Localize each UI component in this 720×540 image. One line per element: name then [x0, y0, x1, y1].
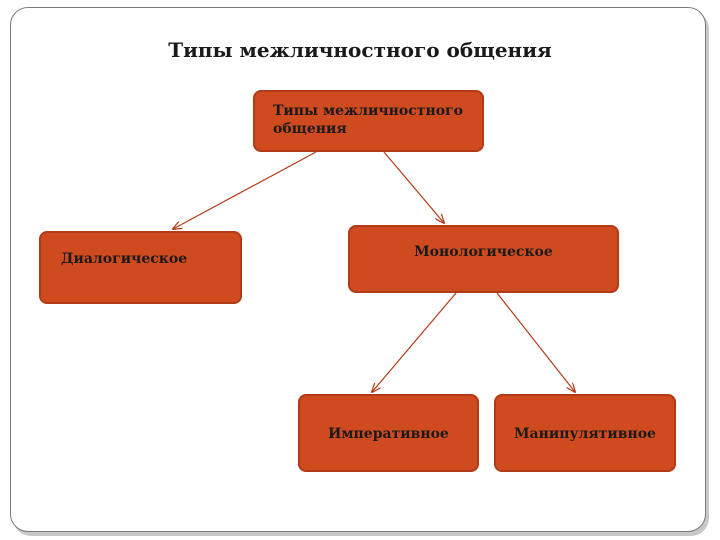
- node-imperative-label: Императивное: [328, 426, 449, 442]
- arrow-monologic-to-manipulative: [496, 292, 575, 392]
- node-manipulative-label: Манипулятивное: [514, 426, 656, 442]
- arrow-monologic-to-imperative: [372, 292, 457, 392]
- slide-title: Типы межличностного общения: [168, 38, 552, 62]
- node-root: Типы межличностного общения: [253, 90, 484, 152]
- node-root-label: Типы межличностного общения: [273, 103, 463, 138]
- arrow-root-to-dialogic: [173, 151, 317, 229]
- node-monologic-label: Монологическое: [414, 244, 553, 260]
- arrow-root-to-monologic: [383, 151, 444, 223]
- node-monologic: Монологическое: [348, 225, 619, 293]
- node-manipulative: Манипулятивное: [494, 394, 676, 472]
- node-dialogic-label: Диалогическое: [61, 251, 188, 267]
- node-dialogic: Диалогическое: [39, 231, 242, 304]
- node-imperative: Императивное: [298, 394, 479, 472]
